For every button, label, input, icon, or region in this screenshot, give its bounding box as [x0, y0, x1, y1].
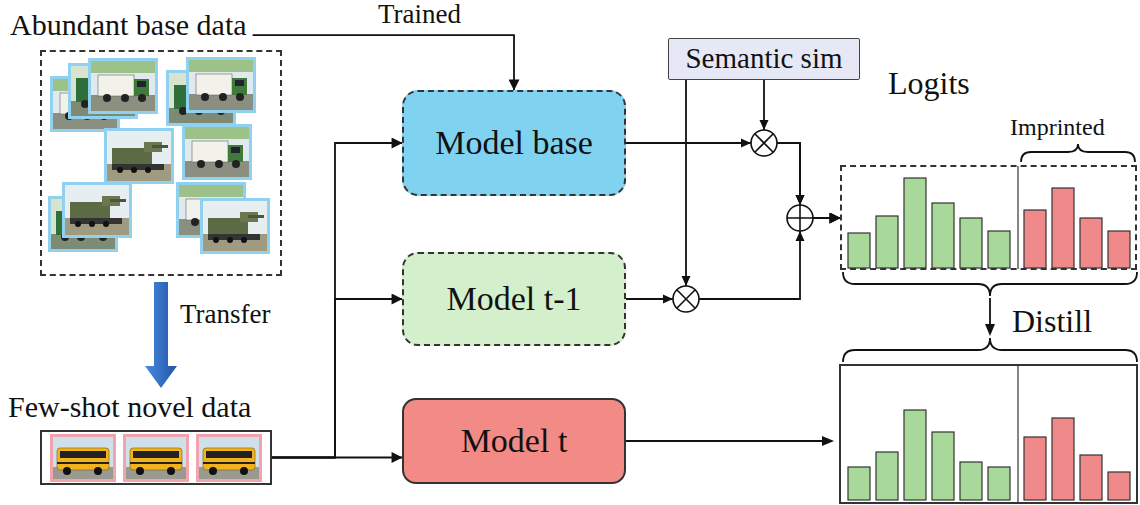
annotation-label: Imprinted	[1010, 114, 1105, 140]
node-heading: Logits	[888, 66, 970, 101]
edge-label: Trained	[378, 0, 461, 30]
connector	[272, 299, 402, 458]
connector-line	[272, 143, 402, 458]
data-group: Few-shot novel data	[8, 390, 300, 487]
process-box: Semantic sim	[668, 38, 860, 80]
connector-line	[686, 80, 840, 299]
transfer-arrow	[145, 282, 177, 388]
model-box: Model t-1	[402, 252, 626, 346]
node-label: Model t	[461, 422, 568, 459]
node-frame	[40, 50, 282, 276]
logits-group: Logits	[840, 66, 1138, 271]
connector	[626, 218, 840, 304]
node-frame	[40, 430, 272, 485]
truck-photo	[88, 58, 158, 114]
teacher-brace	[843, 272, 1137, 296]
node-frame	[840, 165, 1137, 270]
node-heading: Few-shot novel data	[8, 390, 251, 423]
arrow-head	[985, 324, 995, 336]
brackets	[626, 144, 1137, 441]
connector-line	[272, 457, 402, 459]
novel-photos	[50, 434, 262, 482]
connector	[272, 457, 402, 458]
bus-photo	[123, 434, 189, 482]
connector	[145, 282, 177, 388]
connector-line	[626, 218, 840, 299]
base-photos	[48, 57, 270, 254]
student-logits	[840, 365, 1137, 503]
connector-line	[253, 35, 514, 90]
node-label: Model base	[435, 124, 593, 161]
output-arrow	[626, 440, 824, 442]
bus-photo	[196, 434, 262, 482]
annotation-label: Distill	[1012, 304, 1092, 339]
truck-photo	[200, 198, 270, 254]
node-heading: Abundant base data	[10, 8, 247, 41]
model-box: Model t	[402, 398, 626, 484]
connector	[682, 80, 841, 299]
arrow-head	[822, 436, 834, 446]
truck-photo	[186, 57, 256, 113]
distill-arrow	[989, 298, 991, 326]
connector	[272, 143, 402, 458]
logit-bars	[848, 166, 1130, 269]
student-brace	[843, 338, 1137, 362]
sum-symbol	[787, 205, 813, 231]
multiply-symbol	[751, 130, 777, 156]
connector	[253, 35, 514, 90]
connector-line	[272, 299, 402, 458]
data-group: Abundant base data	[10, 8, 290, 278]
connector	[626, 139, 840, 219]
imprinted-brace	[1021, 144, 1135, 162]
node-label: Semantic sim	[685, 43, 842, 75]
truck-photo	[62, 182, 132, 238]
node-label: Model t-1	[446, 280, 581, 317]
bus-photo	[50, 434, 116, 482]
edge-label: Transfer	[180, 300, 271, 330]
truck-photo	[104, 128, 174, 184]
multiply-symbol	[673, 286, 699, 312]
model-box: Model base	[402, 90, 626, 196]
truck-photo	[182, 124, 252, 180]
